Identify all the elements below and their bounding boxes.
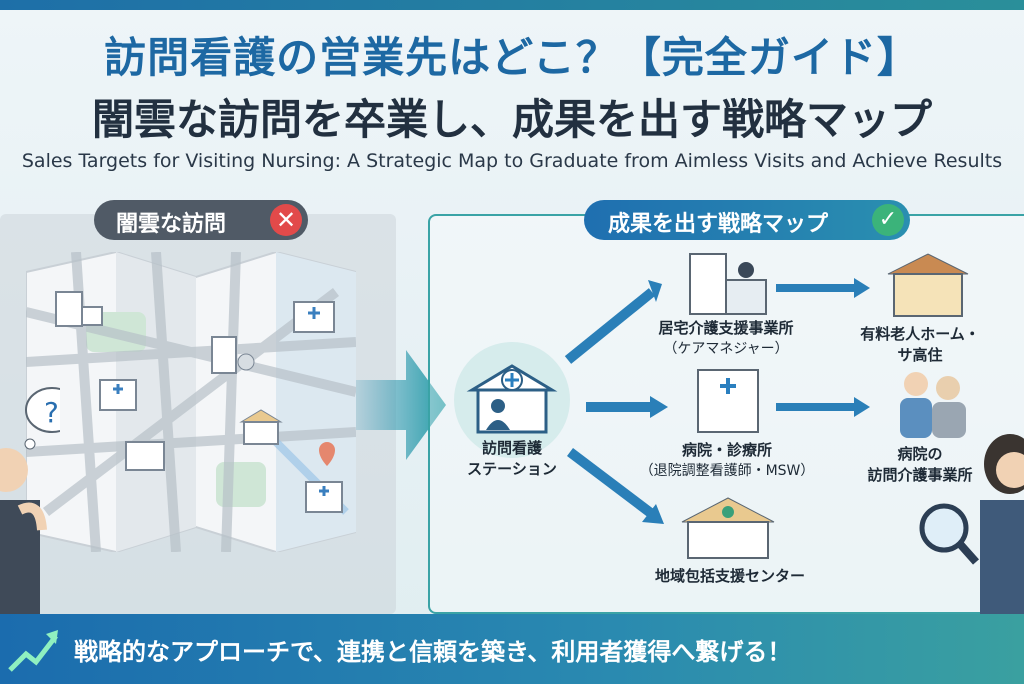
strategy-map-label: 成果を出す戦略マップ: [608, 212, 829, 237]
hospital-label: 病院・診療所 （退院調整看護師・MSW）: [639, 441, 815, 479]
hospital-icon-2: [305, 481, 343, 513]
nursing-station-label: 訪問看護 ステーション: [467, 439, 557, 478]
station-icon: [125, 441, 165, 471]
care-office-icon: [689, 253, 767, 315]
elderly-people-icon: [900, 372, 966, 438]
trend-up-icon: [8, 630, 58, 672]
nursing-home-label: 有料老人ホーム・ サ高住: [860, 325, 980, 364]
care-office-label: 居宅介護支援事業所 （ケアマネジャー）: [658, 319, 794, 357]
footer-message: 戦略的なアプローチで、連携と信頼を築き、利用者獲得へ繋げる！: [74, 638, 792, 666]
office-icon: [55, 291, 103, 327]
arrow-to-care-office: [564, 288, 656, 364]
hospital-icon: [293, 301, 335, 333]
confused-person-illustration: ?: [0, 387, 60, 620]
blurred-map-illustration: [26, 252, 356, 552]
home-care-provider-label: 病院の 訪問介護事業所: [867, 445, 973, 484]
magnifier-icon: [919, 503, 979, 565]
nursing-home-icon: [887, 253, 969, 317]
nursing-station-icon: [454, 342, 570, 458]
location-pin-icon: [319, 442, 335, 466]
english-subtitle: Sales Targets for Visiting Nursing: A St…: [21, 150, 1003, 172]
page-title-line2: 闇雲な訪問を卒業し、成果を出す戦略マップ: [91, 95, 932, 144]
aimless-visits-tag: 闇雲な訪問 ✕: [94, 200, 308, 240]
community-center-label: 地域包括支援センター: [654, 567, 805, 585]
community-center-icon: [681, 497, 775, 559]
building-icon: [211, 336, 255, 374]
page-title: 訪問看護の営業先はどこ？【完全ガイド】: [104, 33, 920, 82]
transition-arrow-icon: [356, 350, 446, 460]
hospital-building-icon: [697, 369, 759, 433]
bottom-banner: 戦略的なアプローチで、連携と信頼を築き、利用者獲得へ繋げる！: [0, 614, 1024, 684]
strategy-map-tag: 成果を出す戦略マップ ✓: [584, 200, 910, 240]
thought-bubble-icon: ?: [24, 387, 60, 450]
check-icon: ✓: [872, 204, 904, 236]
clinic-icon: [99, 379, 137, 411]
cross-icon: ✕: [270, 204, 302, 236]
house-icon: [239, 409, 283, 445]
aimless-visits-label: 闇雲な訪問: [116, 212, 227, 237]
strategy-diagram: [454, 253, 969, 559]
researcher-person-illustration: [919, 434, 1024, 620]
arrow-to-community-center: [566, 448, 656, 518]
svg-text:?: ?: [44, 396, 59, 429]
top-accent-bar: [0, 0, 1024, 10]
